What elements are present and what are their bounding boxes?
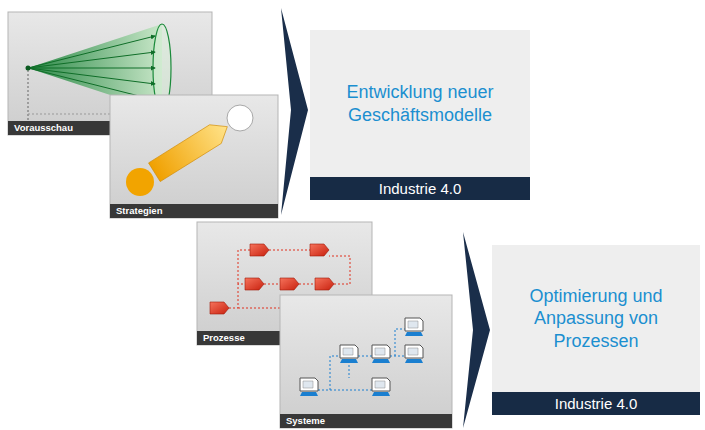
card-label: Systeme [280, 414, 331, 428]
image-card: Vorausschau [8, 12, 212, 135]
card-label: Strategien [110, 204, 168, 218]
strategy-arrow [149, 117, 234, 181]
computer-icon [340, 345, 358, 363]
start-circle [126, 168, 154, 196]
system-links [318, 329, 405, 390]
result-heading: Entwicklung neuer Geschäftsmodelle [310, 73, 530, 134]
industry-band: Industrie 4.0 [492, 392, 700, 415]
result-heading: Optimierung und Anpassung von Prozessen [492, 277, 700, 361]
stand-line [28, 70, 29, 121]
process-step [310, 244, 329, 256]
card-ground [110, 95, 278, 218]
card-label: Prozesse [197, 331, 251, 345]
systems-card [280, 295, 452, 428]
image-card: Prozesse [197, 222, 372, 345]
computer-icon [372, 378, 390, 396]
flow-chevron [281, 8, 308, 215]
process-step [250, 244, 269, 256]
forecast-rays [28, 36, 155, 100]
computer-icon [300, 378, 318, 396]
computer-icon [405, 345, 423, 363]
flow-chevron [463, 232, 490, 428]
card-ground [280, 295, 452, 428]
view-point [26, 66, 31, 71]
process-step [280, 278, 299, 290]
strategy-card [110, 95, 278, 218]
result-box: Entwicklung neuer GeschäftsmodelleIndust… [310, 30, 530, 200]
process-step [210, 302, 229, 314]
computer-icon [405, 318, 423, 336]
image-card: Systeme [280, 295, 452, 428]
goal-circle [227, 105, 253, 131]
computer-icon [372, 345, 390, 363]
image-card: Strategien [110, 95, 278, 218]
result-box: Optimierung und Anpassung von ProzessenI… [492, 245, 700, 415]
card-bar [110, 204, 278, 218]
card-bar [280, 414, 452, 428]
card-label: Vorausschau [8, 121, 79, 135]
process-step [315, 278, 334, 290]
process-step [245, 278, 264, 290]
industry-band: Industrie 4.0 [310, 177, 530, 200]
